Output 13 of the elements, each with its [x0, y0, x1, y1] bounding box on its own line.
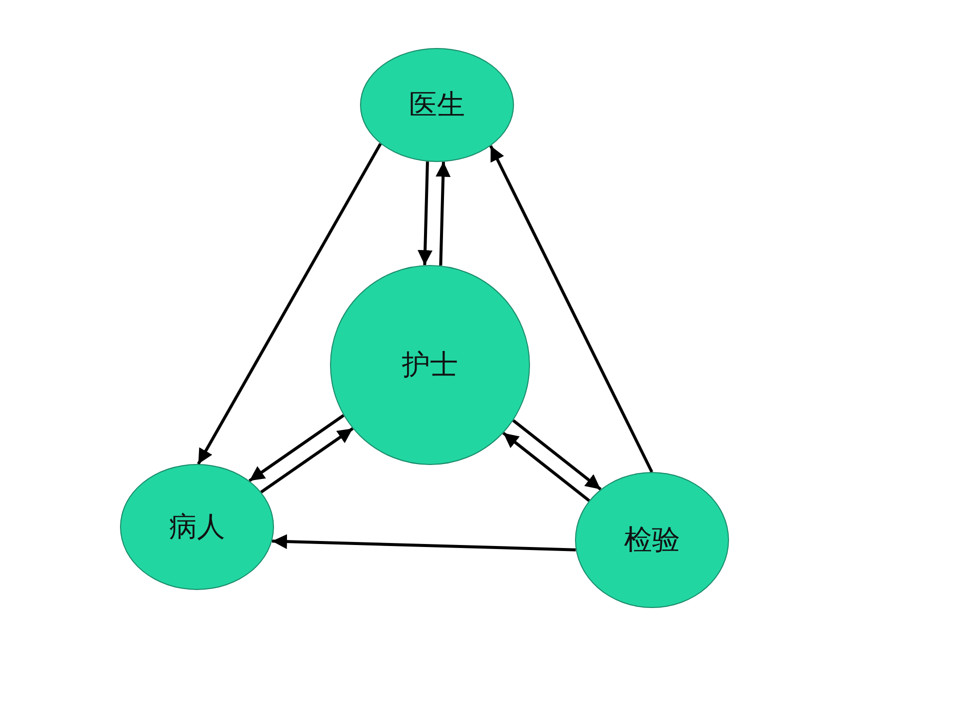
arrow	[502, 432, 590, 502]
arrow	[248, 414, 344, 482]
arrow	[489, 145, 654, 473]
arrow	[512, 419, 602, 490]
arrow	[418, 162, 433, 266]
arrow	[436, 162, 451, 266]
node-label: 检验	[624, 522, 680, 558]
node-label: 医生	[409, 87, 465, 123]
arrow	[260, 427, 354, 494]
arrow	[197, 142, 382, 465]
node-label: 病人	[169, 509, 225, 545]
arrow	[272, 534, 576, 552]
node-label: 护士	[402, 347, 458, 383]
